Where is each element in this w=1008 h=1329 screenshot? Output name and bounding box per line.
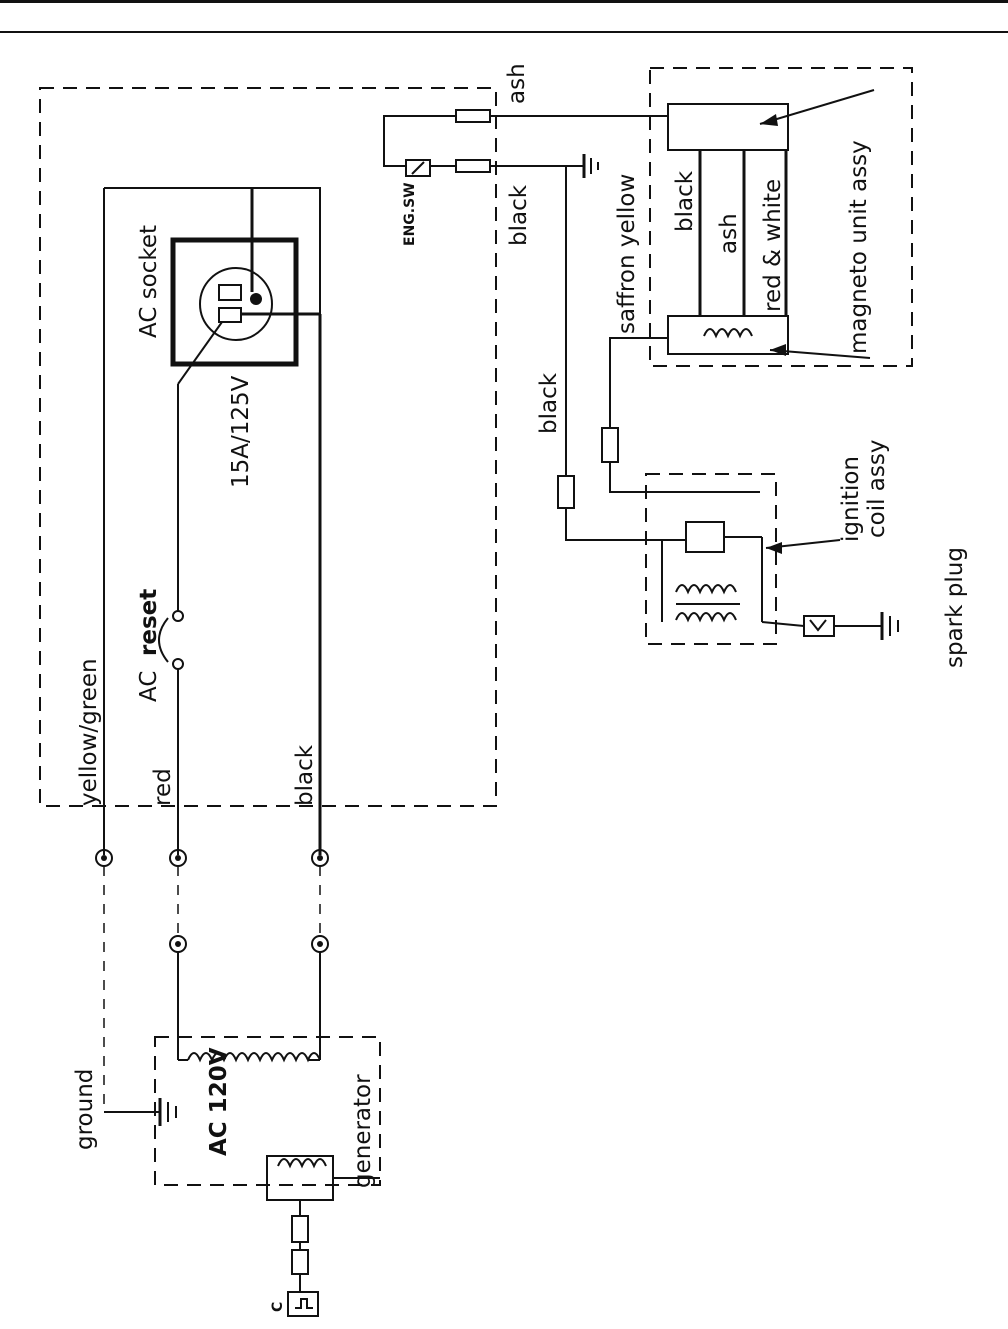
label-black-main: black	[292, 744, 318, 806]
label-red: red	[150, 768, 176, 806]
label-eng-sw: ENG.SW	[402, 182, 418, 246]
ac-reset-breaker	[158, 617, 169, 663]
label-red-white: red & white	[760, 179, 786, 312]
magneto-enclosure	[649, 67, 913, 367]
label-ac-reset-ac: AC	[136, 671, 162, 702]
breaker-terminal-top	[172, 610, 184, 622]
label-ground: ground	[72, 1069, 98, 1150]
engine-switch	[383, 109, 668, 177]
ignition-coil	[661, 521, 841, 623]
saffron-connector	[601, 427, 619, 463]
magneto-unit	[667, 89, 875, 359]
label-ignition: ignition	[838, 456, 864, 542]
ignition-enclosure	[645, 473, 777, 645]
ac-socket	[170, 188, 320, 385]
generator-ground-symbol	[104, 1098, 177, 1126]
label-rating: 15A/125V	[228, 375, 254, 488]
label-black-mag: black	[672, 170, 698, 232]
generator-enclosure	[154, 1036, 381, 1186]
label-c: C	[270, 1302, 286, 1312]
label-spark-plug: spark plug	[942, 547, 968, 668]
label-generator: generator	[350, 1074, 376, 1188]
spark-plug	[761, 612, 899, 640]
label-saffron-yellow: saffron yellow	[614, 174, 640, 334]
exciter-coil	[266, 1155, 380, 1317]
black-connector	[557, 475, 575, 509]
label-ac-120v: AC 120V	[206, 1047, 232, 1156]
label-ash-mag: ash	[716, 213, 742, 254]
connector-terminals	[95, 849, 329, 953]
engine-ground-symbol	[566, 154, 599, 178]
label-black-eng: black	[506, 184, 532, 246]
breaker-terminal-bottom	[172, 658, 184, 670]
label-ash-top: ash	[504, 63, 530, 104]
label-ac-socket: AC socket	[136, 225, 162, 338]
label-magneto-unit: magneto unit assy	[846, 140, 872, 354]
control-box-enclosure	[39, 87, 497, 807]
generator-winding	[178, 1052, 321, 1063]
label-coil-assy: coil assy	[864, 440, 890, 538]
label-yellow-green: yellow/green	[76, 658, 102, 806]
label-black-coil: black	[536, 372, 562, 434]
label-ac-reset-reset: reset	[136, 589, 162, 656]
